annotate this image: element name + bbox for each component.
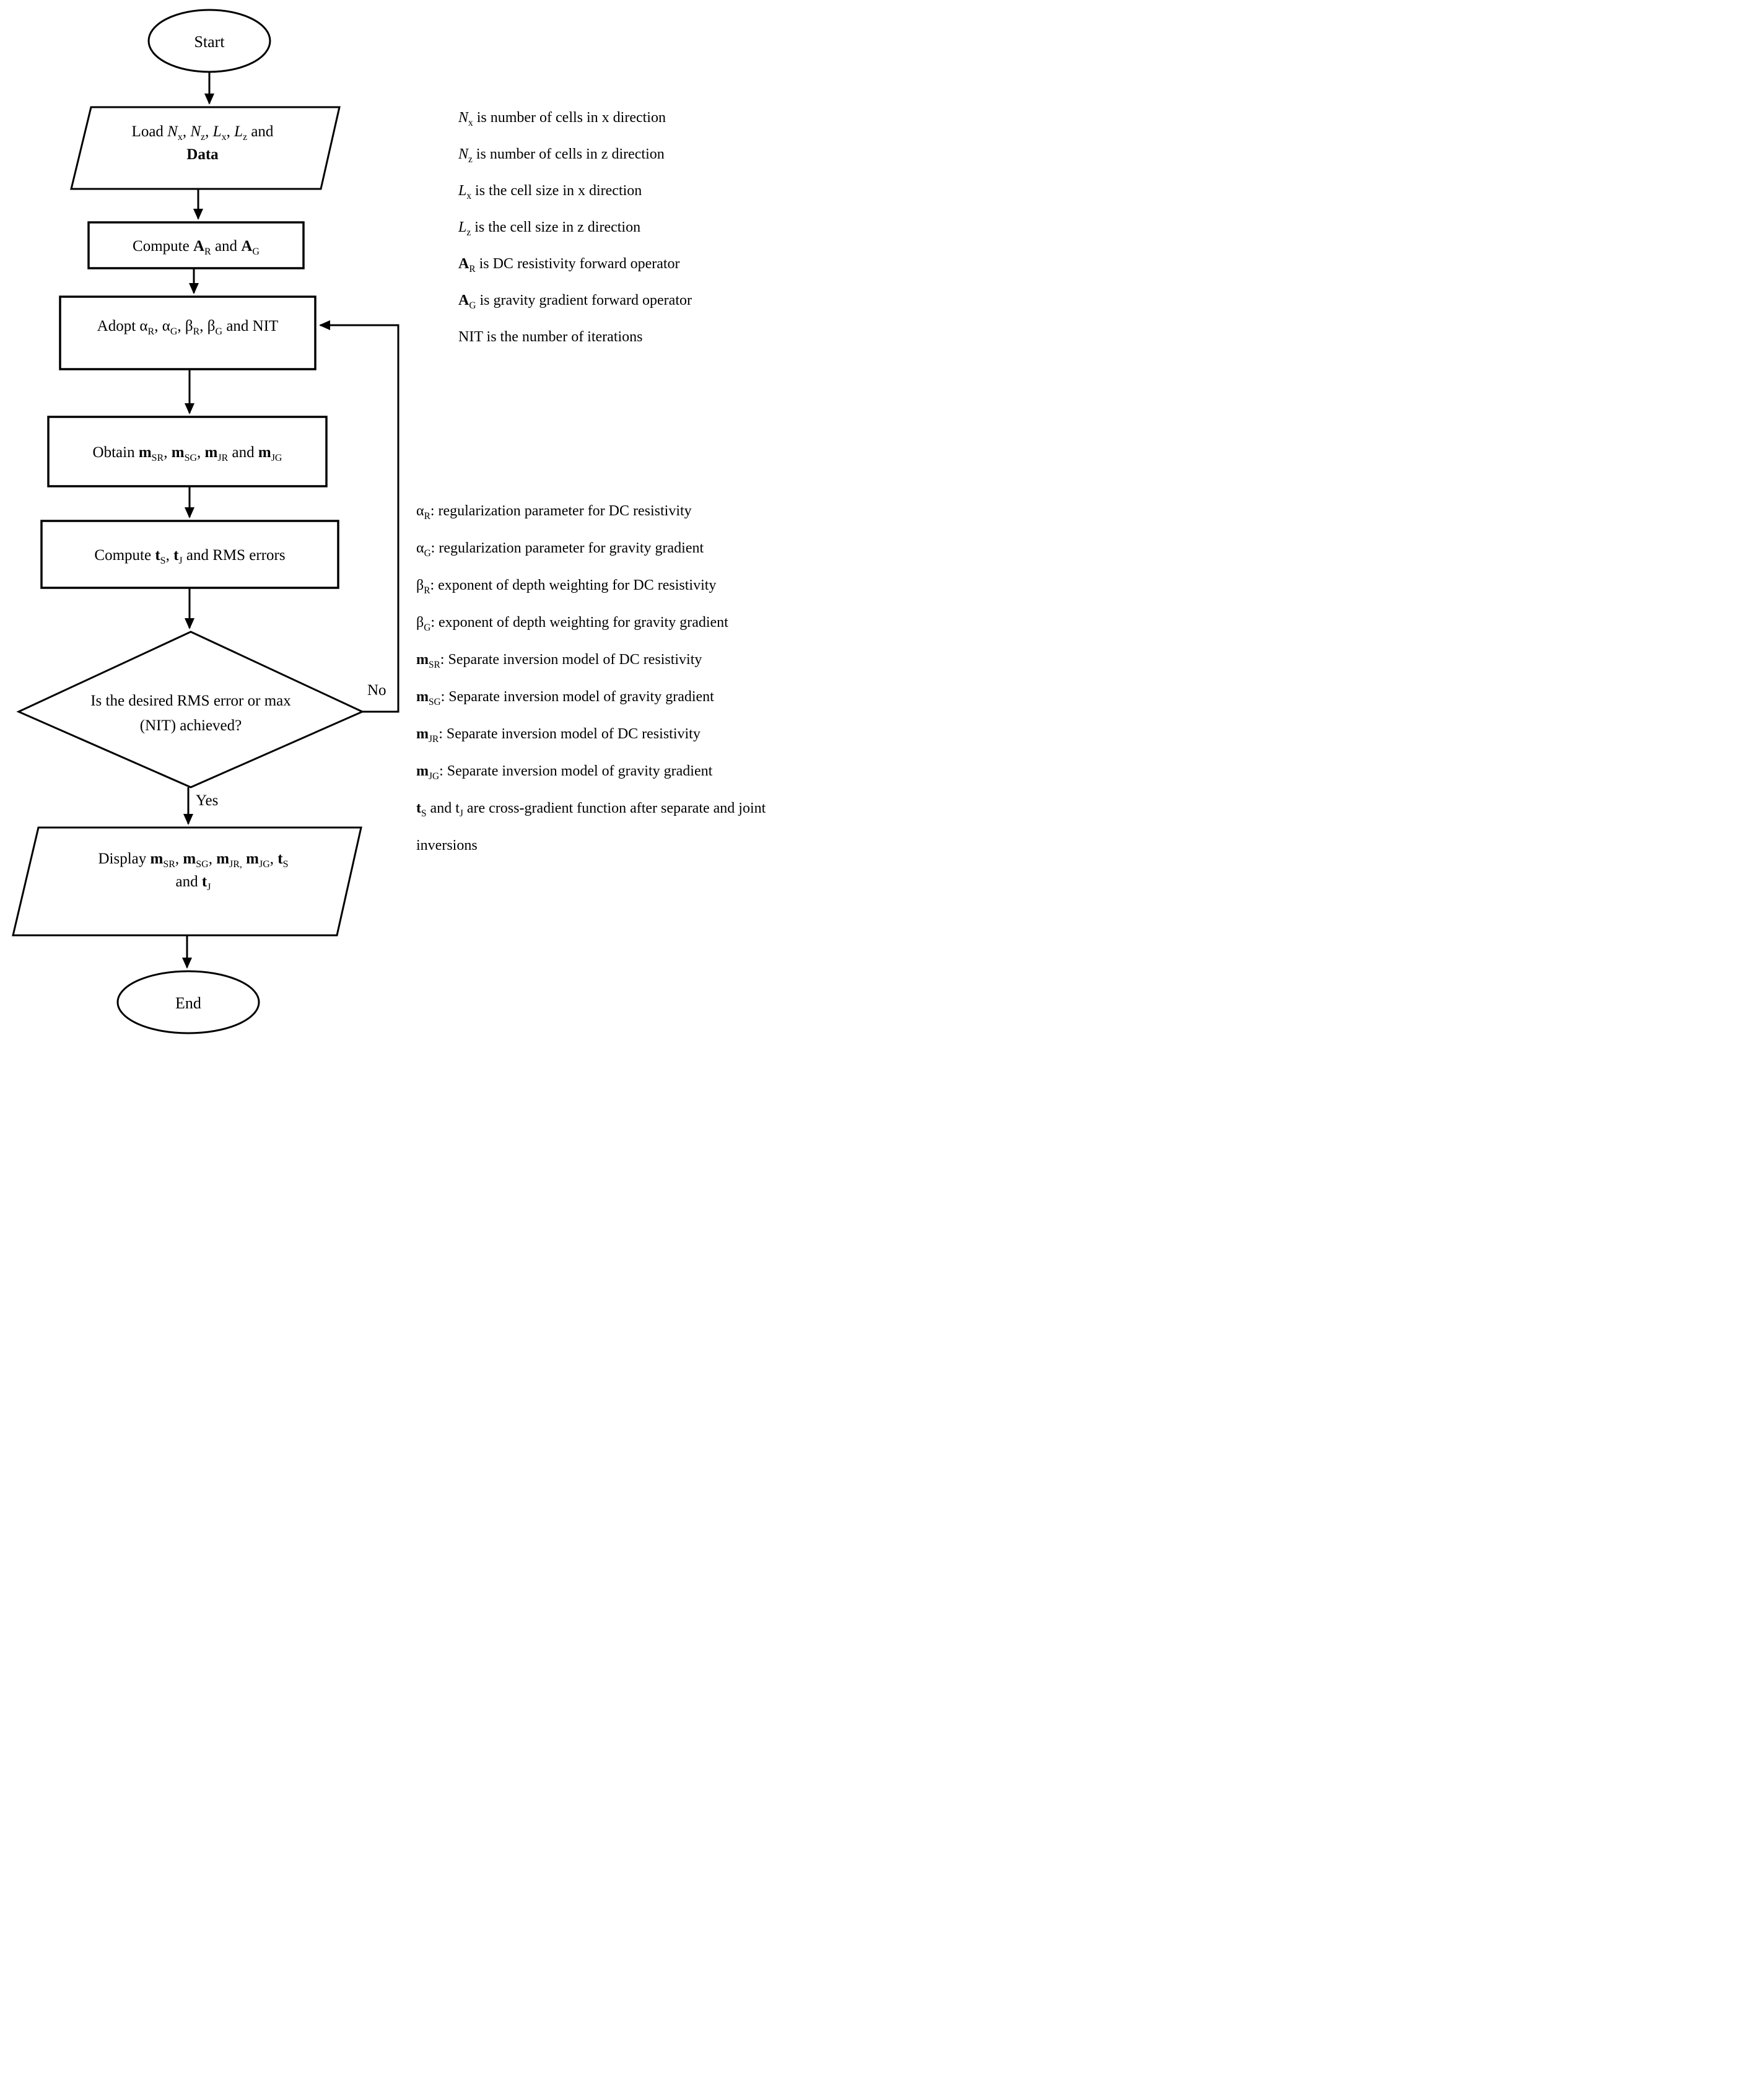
adopt-parameters-node-label: Adopt αR, αG, βR, βG and NIT bbox=[97, 318, 279, 337]
legend-line-lz: Lz is the cell size in z direction bbox=[458, 219, 641, 238]
legend-line-lx: Lx is the cell size in x direction bbox=[458, 183, 642, 201]
start-node-label: Start bbox=[194, 33, 225, 51]
legend-line-alpha-r: αR: regularization parameter for DC resi… bbox=[416, 503, 692, 522]
legend-line-mjr: mJR: Separate inversion model of DC resi… bbox=[416, 726, 701, 745]
legend-line-msg: mSG: Separate inversion model of gravity… bbox=[416, 689, 714, 707]
decision-diamond-shape bbox=[16, 631, 365, 788]
end-node-label: End bbox=[175, 994, 201, 1012]
yes-edge-label: Yes bbox=[196, 792, 219, 809]
legend-line-ts-tj: tS and tJ are cross-gradient function af… bbox=[416, 800, 766, 854]
legend-top-block: Nx is number of cells in x direction Nz … bbox=[458, 100, 867, 356]
flowchart-shapes-layer bbox=[12, 9, 400, 1034]
legend-line-nz: Nz is number of cells in z direction bbox=[458, 146, 665, 165]
end-ellipse-shape bbox=[116, 970, 260, 1034]
legend-bottom-block: αR: regularization parameter for DC resi… bbox=[416, 492, 878, 864]
obtain-models-node-label: Obtain mSR, mSG, mJR and mJG bbox=[92, 444, 282, 463]
compute-operators-rect-shape bbox=[87, 221, 305, 269]
legend-line-ar: AR is DC resistivity forward operator bbox=[458, 256, 680, 274]
compute-operators-node-label: Compute AR and AG bbox=[133, 238, 260, 257]
legend-line-nx: Nx is number of cells in x direction bbox=[458, 110, 666, 128]
legend-line-alpha-g: αG: regularization parameter for gravity… bbox=[416, 540, 704, 559]
start-ellipse-shape bbox=[147, 9, 271, 73]
load-parallelogram-shape bbox=[70, 106, 341, 190]
display-parallelogram-shape bbox=[12, 826, 362, 937]
decision-node-label: Is the desired RMS error or max(NIT) ach… bbox=[90, 692, 291, 734]
legend-line-nit: NIT is the number of iterations bbox=[458, 329, 643, 345]
no-feedback-path bbox=[319, 320, 400, 713]
legend-line-beta-g: βG: exponent of depth weighting for grav… bbox=[416, 614, 728, 633]
no-edge-label: No bbox=[367, 682, 386, 699]
compute-errors-node-label: Compute tS, tJ and RMS errors bbox=[94, 547, 286, 566]
legend-line-msr: mSR: Separate inversion model of DC resi… bbox=[416, 652, 702, 670]
legend-line-mjg: mJG: Separate inversion model of gravity… bbox=[416, 763, 713, 782]
legend-line-ag: AG is gravity gradient forward operator bbox=[458, 292, 692, 311]
adopt-parameters-rect-shape bbox=[59, 295, 317, 370]
legend-line-beta-r: βR: exponent of depth weighting for DC r… bbox=[416, 577, 717, 596]
obtain-models-rect-shape bbox=[47, 416, 328, 487]
